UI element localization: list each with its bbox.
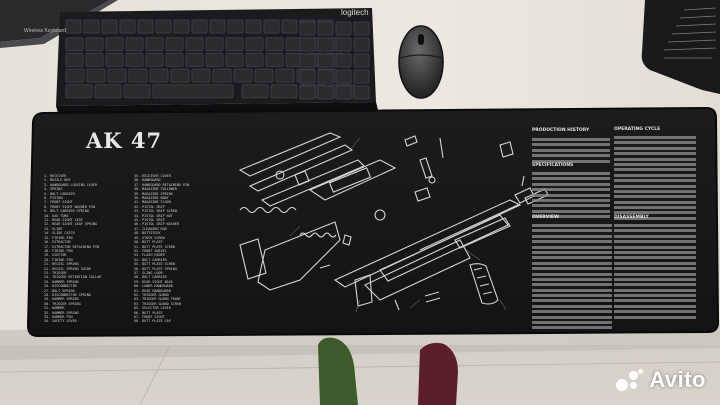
keyboard-key [265, 37, 284, 52]
keyboard-key [233, 68, 253, 83]
numpad-key [317, 37, 334, 52]
keyboard-model-label: Wireless Keyboard [24, 28, 66, 34]
avito-brand-text: Avito [649, 367, 706, 392]
keyboard-key [227, 19, 244, 34]
numpad-key [299, 85, 316, 100]
numpad-key [317, 21, 334, 36]
numpad-key [335, 21, 352, 36]
numpad-key [335, 85, 352, 100]
keyboard-key [145, 52, 164, 67]
keyboard-key [270, 84, 298, 99]
numpad-key [317, 53, 334, 68]
numpad-key [317, 85, 334, 100]
numpad-key [353, 37, 370, 52]
keyboard-key [245, 52, 264, 67]
keyboard-key [107, 68, 127, 83]
keyboard-key [275, 68, 295, 83]
keyboard-key [65, 68, 85, 83]
numpad-key [317, 69, 334, 84]
keyboard-key [185, 52, 204, 67]
keyboard-key [281, 19, 298, 34]
keyboard-key [185, 37, 204, 52]
keyboard-key [205, 52, 224, 67]
keyboard-brand-label: logitech [341, 8, 369, 17]
keyboard-key [155, 19, 172, 34]
keyboard-key [105, 52, 124, 67]
keyboard-key [125, 37, 144, 52]
keyboard-key [149, 68, 169, 83]
heading-production-history: PRODUCTION HISTORY [532, 128, 590, 133]
overview-text [532, 224, 612, 332]
numpad-key [335, 37, 352, 52]
heading-operating-cycle: OPERATING CYCLE [614, 127, 661, 132]
keyboard-key [128, 68, 148, 83]
numpad-key [335, 69, 352, 84]
keyboard-key [191, 19, 208, 34]
keyboard-key [152, 84, 234, 99]
spec-text [532, 172, 610, 221]
keyboard-key [173, 19, 190, 34]
keyboard-key [119, 19, 136, 34]
heading-disassembly: DISASSEMBLY [614, 215, 649, 220]
keyboard-key [205, 37, 224, 52]
keyboard-key [263, 19, 280, 34]
keyboard-key [225, 37, 244, 52]
keyboard-key [265, 52, 284, 67]
keyboard-key [145, 37, 164, 52]
keyboard-key [241, 84, 269, 99]
mouse [398, 25, 444, 99]
keyboard-key [101, 19, 118, 34]
keyboard-key [83, 19, 100, 34]
avito-logo-icon [616, 369, 644, 391]
keyboard-key [85, 37, 104, 52]
keyboard-key [65, 52, 84, 67]
keyboard-key [245, 37, 264, 52]
keyboard-key [137, 19, 154, 34]
numpad-key [353, 53, 370, 68]
numpad-key [353, 69, 370, 84]
keyboard-key [165, 37, 184, 52]
keyboard-key [191, 68, 211, 83]
monitor-corner [0, 0, 110, 42]
keyboard-key [212, 68, 232, 83]
operating-text [614, 136, 696, 222]
history-text [532, 138, 610, 165]
keyboard-key [85, 52, 104, 67]
parts-list-left: 1. RECEIVER 2. MUZZLE NUT 3. HANDGUARD L… [44, 174, 102, 324]
mat-logo: AK 47 [86, 128, 163, 153]
keyboard-key [254, 68, 274, 83]
heading-specifications: SPECIFICATIONS [532, 163, 574, 168]
numpad-key [299, 21, 316, 36]
numpad-key [353, 85, 370, 100]
avito-watermark: Avito [616, 367, 706, 393]
keyboard-key [105, 37, 124, 52]
keyboard-key [123, 84, 151, 99]
keyboard-key [170, 68, 190, 83]
keyboard-key [86, 68, 106, 83]
keyboard-key [165, 52, 184, 67]
keyboard-key [209, 19, 226, 34]
numpad-key [353, 21, 370, 36]
keyboard-key [65, 19, 82, 34]
keyboard-key [65, 37, 84, 52]
numpad-key [299, 37, 316, 52]
numpad-key [335, 53, 352, 68]
keyboard-key [125, 52, 144, 67]
disassembly-text [614, 224, 696, 321]
keyboard-key [65, 84, 93, 99]
parts-list-right: 35. RECEIVER COVER 36. HANDGUARD 37. HAN… [134, 174, 190, 324]
numpad-key [299, 69, 316, 84]
heading-overview: OVERVIEW [532, 215, 559, 220]
keyboard-key [225, 52, 244, 67]
numpad-key [299, 53, 316, 68]
callout-lines [289, 137, 507, 313]
keyboard-key [94, 84, 122, 99]
ak47-exploded-diagram [238, 132, 549, 311]
keyboard-keys [65, 19, 370, 100]
second-mousepad [641, 0, 720, 94]
keyboard-key [245, 19, 262, 34]
